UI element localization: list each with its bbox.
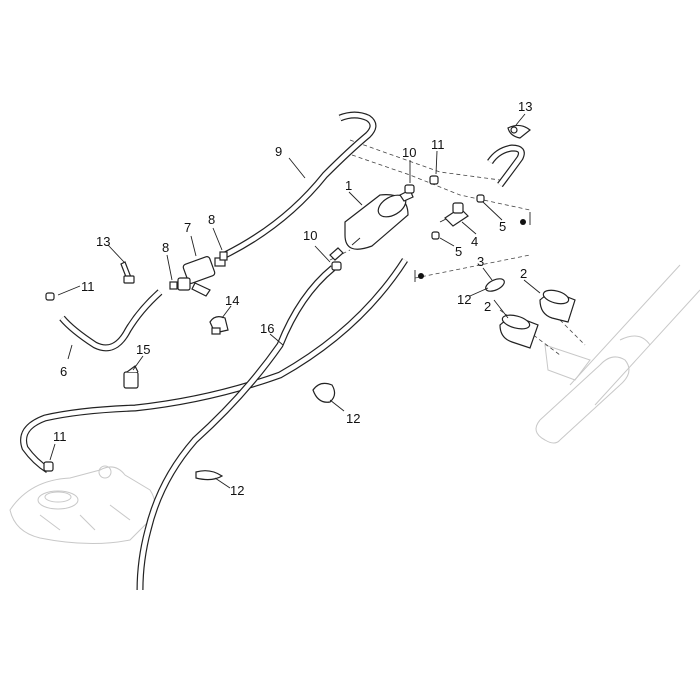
callout-12a: 12 (457, 292, 471, 307)
callout-12c: 12 (230, 483, 244, 498)
callout-2a: 2 (520, 266, 527, 281)
callout-4: 4 (471, 234, 478, 249)
callout-5b: 5 (455, 244, 462, 259)
callout-14: 14 (225, 293, 239, 308)
callout-13a: 13 (518, 99, 532, 114)
callout-8b: 8 (162, 240, 169, 255)
check-valve-part-4 (439, 202, 469, 227)
clamp-11-left (45, 292, 55, 301)
callout-10b: 10 (303, 228, 317, 243)
callout-8a: 8 (208, 212, 215, 227)
fittings (43, 175, 485, 472)
screw-part-13 (120, 124, 531, 284)
valve-part-7 (177, 256, 226, 297)
callout-6: 6 (60, 364, 67, 379)
callout-2b: 2 (484, 299, 491, 314)
callout-7: 7 (184, 220, 191, 235)
callout-labels: 1 2 2 3 4 5 5 6 7 8 8 9 10 10 11 11 11 1… (53, 99, 532, 498)
fitting-8-left (169, 281, 178, 290)
callout-11a: 11 (431, 137, 445, 152)
clamp-part-2 (499, 289, 576, 349)
rings-part-12 (195, 278, 505, 481)
callout-9: 9 (275, 144, 282, 159)
clip-part-15 (123, 365, 139, 389)
callout-3: 3 (477, 254, 484, 269)
frame-tube-outline (535, 264, 700, 444)
hose-9 (223, 111, 377, 259)
clamp-10-mid (331, 261, 342, 271)
hose-6 (59, 289, 163, 352)
callout-16: 16 (260, 321, 274, 336)
callout-10a: 10 (402, 145, 416, 160)
clamp-10-top (404, 184, 415, 194)
leader-lines (49, 113, 541, 489)
callout-11c: 11 (53, 429, 67, 444)
fitting-5-top (476, 194, 485, 203)
connection-dots (418, 219, 526, 279)
hose-16 (20, 258, 408, 591)
clip-part-14 (209, 316, 229, 335)
fuel-tank-outline (9, 465, 156, 545)
clamp-11-top (429, 175, 439, 185)
callout-1: 1 (345, 178, 352, 193)
callout-5a: 5 (499, 219, 506, 234)
callout-15: 15 (136, 342, 150, 357)
callout-11b: 11 (81, 279, 95, 294)
hose-top-right (487, 144, 525, 188)
fitting-5-bottom (431, 231, 440, 240)
fitting-8-right (219, 251, 228, 261)
canister-part-1 (329, 189, 414, 261)
callout-12b: 12 (346, 411, 360, 426)
callout-13b: 13 (96, 234, 110, 249)
clamp-11-bottom (43, 461, 54, 472)
